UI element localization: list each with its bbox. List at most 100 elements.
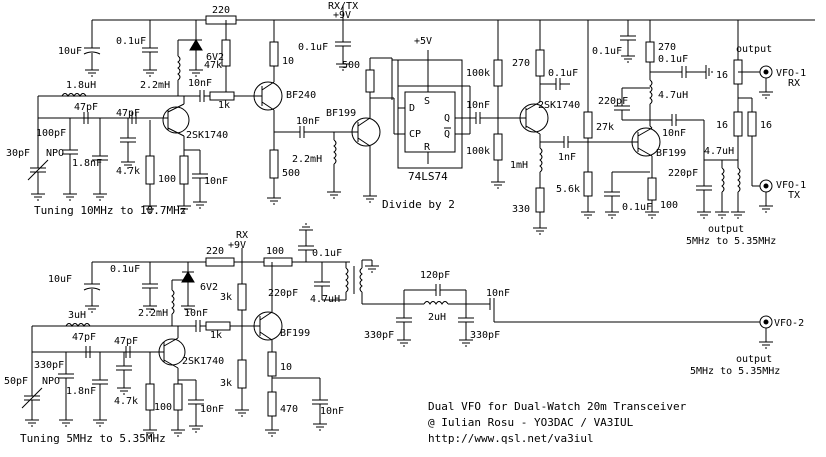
vfo1-rx-label: VFO-1 [776, 68, 806, 79]
b-label-c-220pf: 220pF [268, 288, 298, 299]
top-supply-label: RX/TX [328, 1, 358, 12]
b-label-c-47pf-b: 47pF [114, 336, 138, 347]
label-r-16-a: 16 [716, 70, 728, 81]
b-label-l-3uh: 3uH [68, 310, 86, 321]
b-label-l-22mh: 2.2mH [138, 308, 168, 319]
bottom-output-range: 5MHz to 5.35MHz [690, 366, 780, 377]
top-vfo-circuit [27, 5, 815, 235]
label-r-500-b: 500 [282, 168, 300, 179]
top-output-range: 5MHz to 5.35MHz [686, 236, 776, 247]
b-label-c-330pf-a: 330pF [34, 360, 64, 371]
top-supply-voltage: +9V [333, 10, 351, 21]
label-r-1k: 1k [218, 100, 230, 111]
b-label-r-100-b: 100 [154, 402, 172, 413]
b-label-c-330pf-c: 330pF [470, 330, 500, 341]
label-q-bf199-b: BF199 [656, 148, 686, 159]
label-r-100k-a: 100k [466, 68, 490, 79]
ic-pin-q: Q [444, 113, 450, 124]
label-c-10nf-b: 10nF [204, 176, 228, 187]
label-c-01uf-b: 0.1uF [298, 42, 328, 53]
b-label-r-10: 10 [280, 362, 292, 373]
label-c-100pf: 100pF [36, 128, 66, 139]
label-c-01uf-a: 0.1uF [116, 36, 146, 47]
label-c-01uf-e: 0.1uF [592, 46, 622, 57]
b-label-c-330pf-b: 330pF [364, 330, 394, 341]
b-label-r-47k: 4.7k [114, 396, 138, 407]
label-c-18nf: 1.8nF [72, 158, 102, 169]
ic-pin-cp: CP [409, 129, 421, 140]
b-label-q-2sk1740: 2SK1740 [182, 356, 224, 367]
b-label-l-2uh: 2uH [428, 312, 446, 323]
label-r-47k-b: 4.7k [116, 166, 140, 177]
label-c-10nf-c: 10nF [296, 116, 320, 127]
label-r-10: 10 [282, 56, 294, 67]
label-r-100-b: 100 [660, 200, 678, 211]
b-label-r-3k-b: 3k [220, 378, 232, 389]
diagram-url: http://www.qsl.net/va3iul [428, 432, 594, 445]
label-c-10nf-e: 10nF [662, 128, 686, 139]
label-c-01uf-f: 0.1uF [658, 54, 688, 65]
label-c-220pf-b: 220pF [668, 168, 698, 179]
b-label-r-3k-a: 3k [220, 292, 232, 303]
b-label-c-01uf-b: 0.1uF [312, 248, 342, 259]
label-zener: 6V2 [206, 52, 224, 63]
label-c-47pf-b: 47pF [116, 108, 140, 119]
label-c-30pf: 30pF [6, 148, 30, 159]
ic-supply-label: +5V [414, 36, 432, 47]
top-output-caption: output [708, 224, 744, 235]
b-label-c-47pf-a: 47pF [72, 332, 96, 343]
label-l-22mh: 2.2mH [140, 80, 170, 91]
divide-label: Divide by 2 [382, 198, 455, 211]
label-c-1nf: 1nF [558, 152, 576, 163]
b-label-c-18nf: 1.8nF [66, 386, 96, 397]
label-l-18uh: 1.8uH [66, 80, 96, 91]
label-q-bf199: BF199 [326, 108, 356, 119]
label-c-10nf-a: 10nF [188, 78, 212, 89]
label-r-270-b: 270 [658, 42, 676, 53]
label-q-2sk1740-b: 2SK1740 [538, 100, 580, 111]
label-l-1mh: 1mH [510, 160, 528, 171]
label-c-220pf-a: 220pF [598, 96, 628, 107]
bottom-supply-voltage: +9V [228, 240, 246, 251]
vfo1-tx-label: VFO-1 [776, 180, 806, 191]
top-output-label: output [736, 44, 772, 55]
b-label-c-50pf: 50pF [4, 376, 28, 387]
bottom-vfo-circuit [21, 223, 774, 437]
b-label-c-10nf-a: 10nF [184, 308, 208, 319]
label-c-47pf-a: 47pF [74, 102, 98, 113]
ic-pin-r: R [424, 142, 431, 153]
b-label-r-470: 470 [280, 404, 298, 415]
b-label-zener: 6V2 [200, 282, 218, 293]
b-label-c-10nf-c: 10nF [320, 406, 344, 417]
b-label-c-10nf-d: 10nF [486, 288, 510, 299]
ic-pin-qbar: Q [444, 129, 450, 140]
label-r-100: 100 [158, 174, 176, 185]
rx-label: RX [788, 78, 800, 89]
ic-pin-d: D [409, 103, 415, 114]
label-r-27k: 27k [596, 122, 614, 133]
label-r-330: 330 [512, 204, 530, 215]
b-label-r-1k: 1k [210, 330, 222, 341]
label-r-47k: 47k [204, 60, 222, 71]
label-r-100k-b: 100k [466, 146, 490, 157]
label-r-270: 270 [512, 58, 530, 69]
top-tuning-label: Tuning 10MHz to 10.7MHz [34, 204, 186, 217]
b-label-npo: NPO [42, 376, 60, 387]
b-label-r-100: 100 [266, 246, 284, 257]
b-label-c-10uf: 10uF [48, 274, 72, 285]
ic-pin-s: S [424, 96, 430, 107]
label-c-10nf-d: 10nF [466, 100, 490, 111]
bottom-output-label: output [736, 354, 772, 365]
label-r-220: 220 [212, 5, 230, 16]
b-label-c-10nf-b: 10nF [200, 404, 224, 415]
diagram-title: Dual VFO for Dual-Watch 20m Transceiver [428, 400, 687, 413]
b-label-r-220: 220 [206, 246, 224, 257]
diagram-author: @ Iulian Rosu - YO3DAC / VA3IUL [428, 416, 634, 429]
label-r-56k: 5.6k [556, 184, 580, 195]
label-c-10uf: 10uF [58, 46, 82, 57]
b-label-c-01uf-a: 0.1uF [110, 264, 140, 275]
b-label-q-bf199: BF199 [280, 328, 310, 339]
label-l-47uh: 4.7uH [658, 90, 688, 101]
label-q-bf240: BF240 [286, 90, 316, 101]
